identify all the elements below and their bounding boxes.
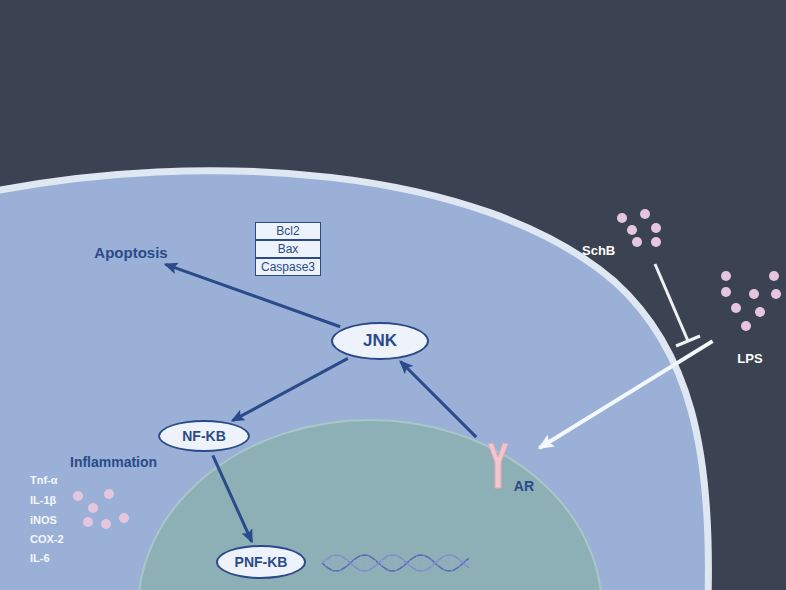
node-text: JNK bbox=[363, 331, 397, 351]
factor-ellipse: NF-KB bbox=[158, 420, 250, 452]
dna-rung bbox=[326, 560, 327, 567]
dna-rung bbox=[347, 560, 348, 566]
dna-rung bbox=[389, 556, 390, 571]
dna-rung bbox=[410, 560, 411, 566]
factor-ellipse: PNF-KB bbox=[216, 545, 307, 579]
compound-label: SchB bbox=[582, 243, 615, 258]
dna-rung bbox=[417, 556, 418, 570]
pathway-arrow bbox=[401, 362, 477, 438]
node-text: NF-KB bbox=[182, 428, 226, 444]
dna-rung bbox=[368, 556, 369, 571]
pathway-arrow bbox=[232, 358, 347, 420]
dna-rung bbox=[340, 556, 341, 571]
dna-rung bbox=[452, 555, 453, 570]
node-text: Apoptosis bbox=[94, 244, 167, 261]
schb-dots bbox=[617, 209, 661, 247]
nucleus bbox=[138, 420, 602, 590]
node-text: AR bbox=[514, 478, 534, 494]
process-label: Inflammation bbox=[70, 454, 157, 470]
dna-strand bbox=[322, 555, 469, 571]
node-text: PNF-KB bbox=[235, 554, 288, 570]
dna-rung bbox=[396, 556, 397, 571]
cytokine-label: Tnf-α bbox=[30, 474, 58, 486]
node-text: LPS bbox=[716, 351, 784, 366]
marker-box: Caspase3 bbox=[255, 258, 321, 276]
pathway-arrow bbox=[539, 341, 712, 448]
pathway-arrow bbox=[213, 455, 252, 541]
dna-rung bbox=[445, 556, 446, 570]
cytokine-dots bbox=[73, 489, 129, 529]
dna-rung bbox=[333, 556, 334, 571]
ligand-cluster: LPS bbox=[716, 268, 784, 368]
marker-box: Bax bbox=[255, 240, 321, 258]
dna-rung bbox=[354, 560, 355, 566]
inhibition-bar bbox=[676, 336, 700, 346]
dna-rung bbox=[403, 560, 404, 567]
dna-rung bbox=[424, 556, 425, 571]
kinase-ellipse: JNK bbox=[331, 322, 429, 360]
node-text: Caspase3 bbox=[261, 260, 315, 274]
cytokine-label: IL-6 bbox=[30, 552, 50, 564]
dna-strand bbox=[322, 555, 469, 571]
cytokine-label: IL-1β bbox=[30, 494, 56, 506]
dna-rung bbox=[382, 560, 383, 566]
dna-helix bbox=[322, 555, 469, 571]
outcome-label: Apoptosis bbox=[91, 241, 171, 263]
inhibition-line bbox=[655, 264, 688, 341]
dna-rung bbox=[361, 556, 362, 571]
node-text: Bcl2 bbox=[276, 224, 299, 238]
node-text: Bax bbox=[278, 242, 299, 256]
dna-rung bbox=[466, 561, 467, 566]
dna-rung bbox=[438, 561, 439, 566]
cytokine-label: iNOS bbox=[30, 514, 57, 526]
dna-rung bbox=[459, 559, 460, 566]
marker-box: Bcl2 bbox=[255, 222, 321, 240]
cytokine-label: COX-2 bbox=[30, 533, 64, 545]
receptor: AR bbox=[478, 440, 536, 496]
dna-rung bbox=[431, 560, 432, 567]
dna-rung bbox=[375, 560, 376, 566]
